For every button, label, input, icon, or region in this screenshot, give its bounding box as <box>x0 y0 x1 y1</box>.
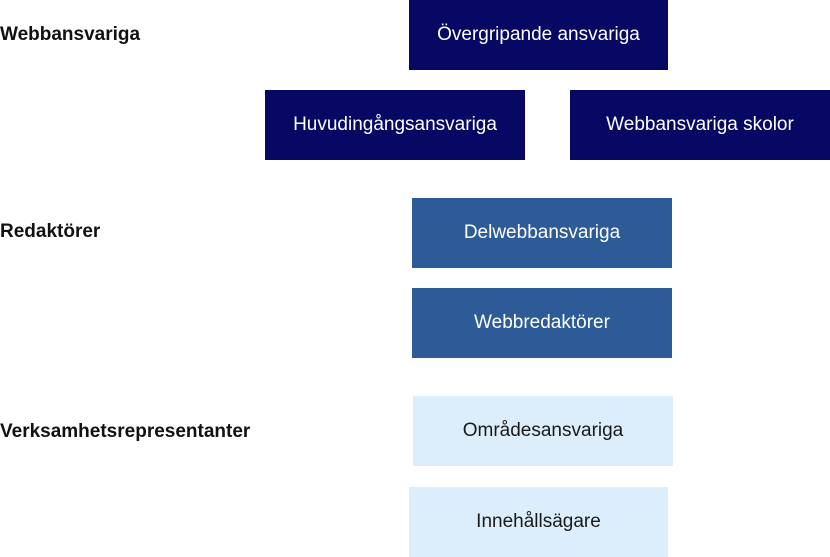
role-box-label: Webbansvariga skolor <box>606 114 794 135</box>
row-label-redaktorer: Redaktörer <box>0 221 101 242</box>
row-label-verksamhetsrepresentanter: Verksamhetsrepresentanter <box>0 421 251 442</box>
role-box-huvudingangsansvariga: Huvudingångsansvariga <box>265 90 525 160</box>
row-label-webbansvariga: Webbansvariga <box>0 24 141 45</box>
role-box-label: Områdesansvariga <box>462 420 624 441</box>
role-box-delwebbansvariga: Delwebbansvariga <box>412 198 672 268</box>
role-box-webbredaktorer: Webbredaktörer <box>412 288 672 358</box>
role-box-label: Huvudingångsansvariga <box>293 114 497 135</box>
role-box-label: Delwebbansvariga <box>463 222 621 243</box>
role-box-omradesansvariga: Områdesansvariga <box>413 396 673 466</box>
role-box-innehallsagare: Innehållsägare <box>409 487 668 557</box>
role-box-webbansvariga-skolor: Webbansvariga skolor <box>570 90 830 160</box>
role-box-label: Övergripande ansvariga <box>437 24 640 45</box>
role-box-label: Webbredaktörer <box>474 312 610 333</box>
role-box-label: Innehållsägare <box>476 511 601 532</box>
role-box-overgripande-ansvariga: Övergripande ansvariga <box>409 0 668 70</box>
